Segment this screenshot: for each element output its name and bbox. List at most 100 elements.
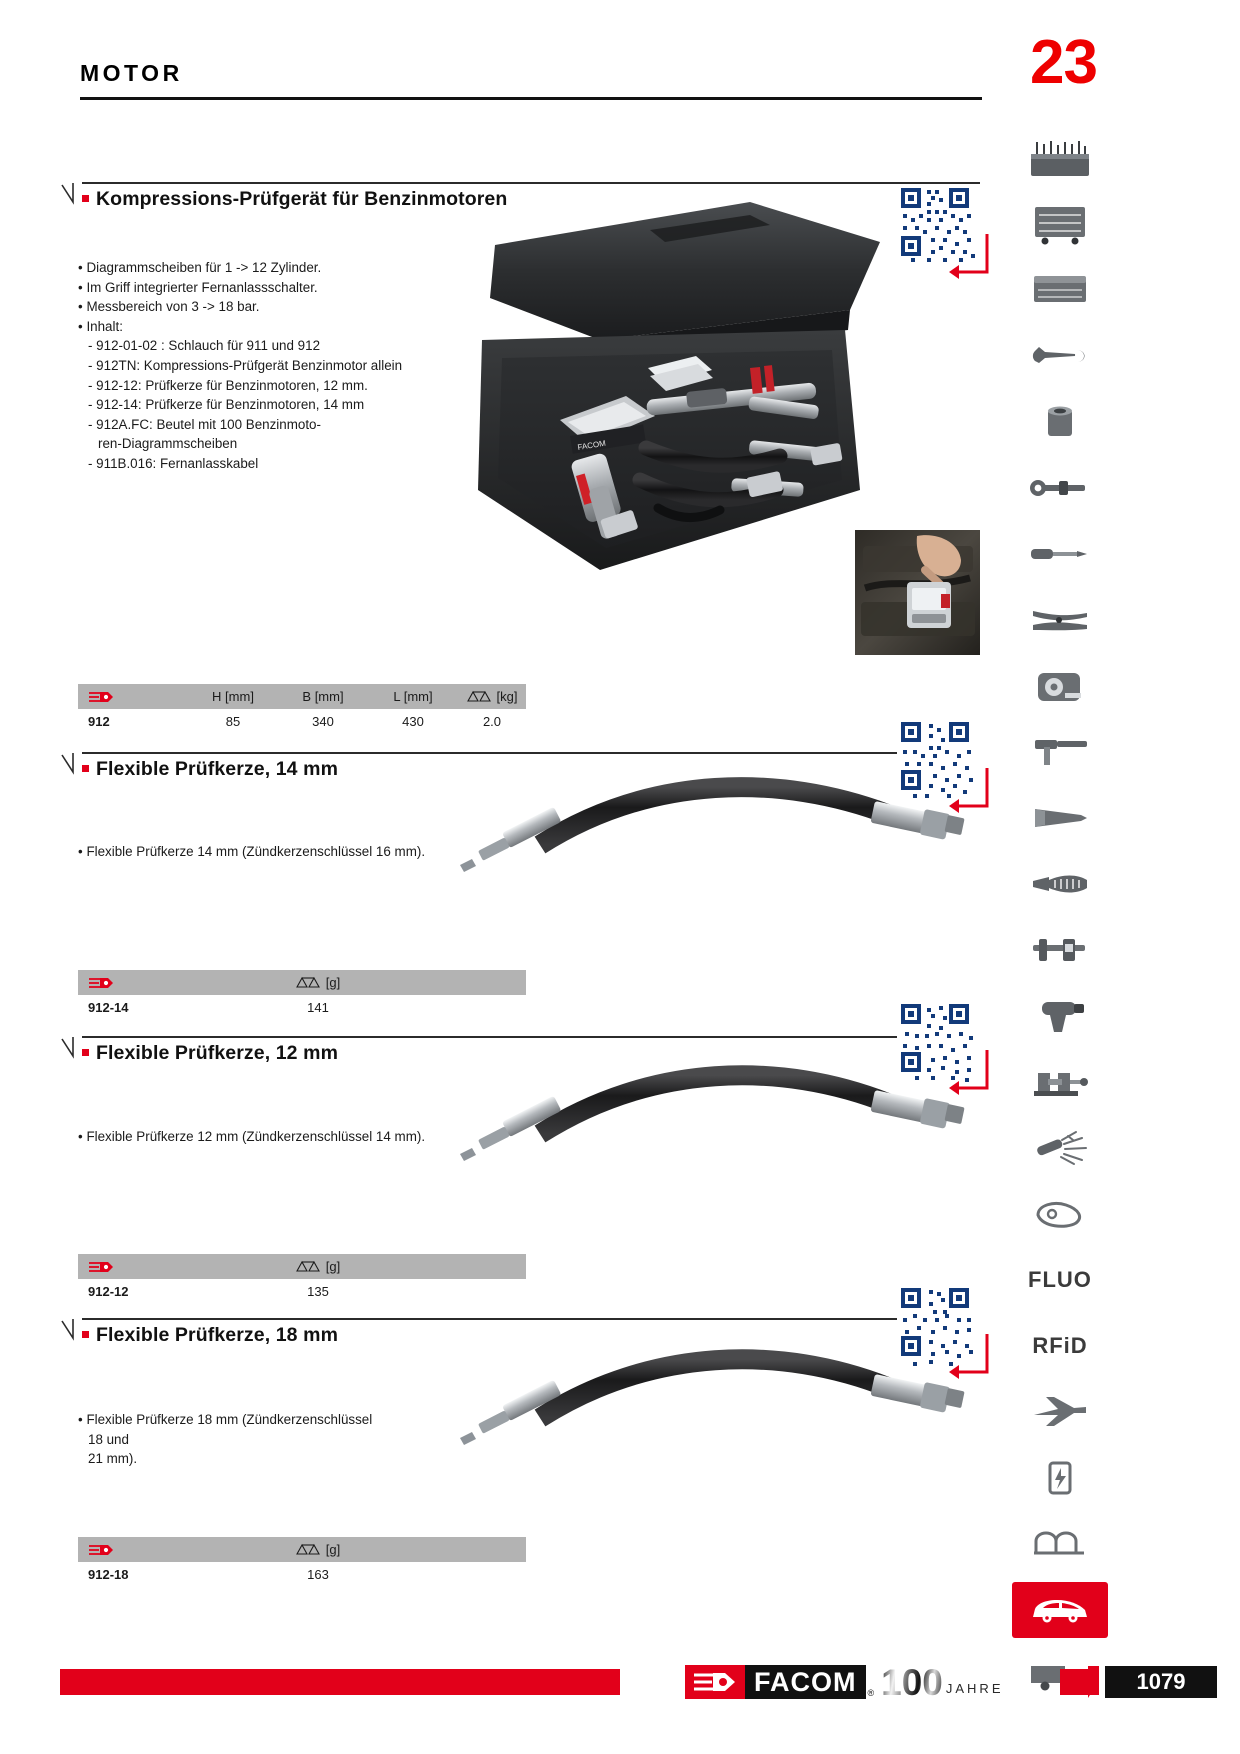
sidebar-item-socket[interactable]: [1012, 394, 1108, 450]
toolbox-set-icon: [1031, 141, 1089, 176]
qr-arrow-1-icon: [949, 234, 989, 279]
table-cell-reference: 912-14: [88, 999, 129, 1015]
sidebar-item-bench-vice[interactable]: [1012, 1054, 1108, 1110]
product-photo-engine-inset: [855, 530, 980, 655]
file-icon: [1035, 809, 1087, 827]
facom-reference-icon: [89, 1261, 113, 1272]
weight-scale-icon: [466, 690, 491, 702]
sidebar-item-car[interactable]: [1012, 1582, 1108, 1638]
section-rule: [82, 1318, 980, 1320]
table-header-weight: [g]: [238, 1254, 398, 1279]
sidebar-item-label: FLUO: [1028, 1267, 1092, 1292]
pliers-icon: [1033, 611, 1087, 631]
bullets-pruefkerze-14: • Flexible Prüfkerze 14 mm (Zündkerzensc…: [78, 842, 425, 862]
sidebar-item-fluo[interactable]: FLUO: [1012, 1252, 1108, 1308]
table-cell-h: 85: [225, 713, 241, 729]
sidebar-item-grinder-sparks[interactable]: [1012, 1120, 1108, 1176]
table-cell-weight: 163: [307, 1566, 329, 1582]
sidebar-item-torque-wrench[interactable]: [1012, 460, 1108, 516]
footer-red-bar-left: [60, 1669, 620, 1695]
section-corner-mark-icon: [61, 1037, 74, 1059]
header-divider: [80, 97, 982, 100]
sidebar-item-tool-chest[interactable]: [1012, 262, 1108, 318]
page-number: 1079: [1136, 1669, 1186, 1694]
qr-code-3[interactable]: [897, 1000, 983, 1086]
section-rule: [82, 182, 980, 184]
screwdriver-icon: [1031, 549, 1087, 559]
bullet-item: • Inhalt:: [78, 318, 123, 334]
spec-table-912-14: [g] 912-14 141: [78, 970, 526, 1019]
table-header-weight: [kg]: [458, 684, 526, 709]
sidebar-item-file-tool[interactable]: [1012, 790, 1108, 846]
page-category-title: MOTOR: [80, 60, 183, 86]
sidebar-item-safety[interactable]: [1012, 1186, 1108, 1242]
socket-icon: [1048, 406, 1072, 436]
qr-code-1[interactable]: [897, 184, 983, 270]
table-header-reference: [78, 1537, 248, 1562]
bullet-subitem: - 912-14: Prüfkerze für Benzinmotoren, 1…: [88, 397, 365, 413]
sidebar-item-hammer[interactable]: [1012, 724, 1108, 780]
sidebar-item-rfid[interactable]: RFiD: [1012, 1318, 1108, 1374]
table-header-reference: [78, 970, 248, 995]
category-icon-rail: FLUO RFiD: [1000, 130, 1120, 1714]
weight-unit-label: [g]: [325, 1542, 341, 1557]
table-header-reference: [78, 684, 198, 709]
section-rule: [82, 1036, 980, 1038]
hammer-icon: [1035, 740, 1087, 765]
table-row: 912-14 141: [78, 995, 526, 1019]
sidebar-item-aviation[interactable]: [1012, 1384, 1108, 1440]
bullet-continuation: 21 mm).: [88, 1451, 138, 1467]
bullet-continuation: 18 und: [88, 1431, 129, 1447]
section-title-text: Flexible Prüfkerze, 14 mm: [96, 758, 339, 780]
weight-scale-icon: [295, 1543, 320, 1555]
table-header-h: H [mm]: [212, 689, 254, 704]
sidebar-item-roller-cabinet[interactable]: [1012, 196, 1108, 252]
bullets-pruefkerze-12: • Flexible Prüfkerze 12 mm (Zündkerzensc…: [78, 1127, 425, 1147]
facom-reference-icon: [89, 977, 113, 988]
wrench-icon: [1032, 347, 1085, 363]
red-square-bullet-icon: [82, 1330, 89, 1338]
sidebar-item-riveter[interactable]: [1012, 856, 1108, 912]
table-cell-weight: 2.0: [482, 713, 502, 729]
sidebar-item-toolbox-set[interactable]: [1012, 130, 1108, 186]
table-header-l: L [mm]: [393, 689, 433, 704]
bullet-continuation: ren-Diagrammscheiben: [98, 436, 238, 452]
qr-arrow-4-icon: [949, 1334, 989, 1379]
section-title: Kompressions-Prüfgerät für Benzinmotoren: [82, 188, 507, 211]
table-header-row: H [mm] B [mm] L [mm] [kg]: [78, 684, 526, 709]
bullet-subitem: - 912A.FC: Beutel mit 100 Benzinmoto-: [88, 416, 321, 432]
qr-code-4[interactable]: [897, 1284, 983, 1370]
weight-unit-label: [kg]: [496, 689, 518, 704]
sidebar-item-tape-measure[interactable]: [1012, 658, 1108, 714]
red-square-bullet-icon: [82, 1048, 89, 1056]
table-cell-reference: 912: [88, 713, 110, 729]
sidebar-item-screwdriver[interactable]: [1012, 526, 1108, 582]
safety-icon: [1036, 1201, 1082, 1228]
qr-code-2[interactable]: [897, 718, 983, 804]
sidebar-item-pipe[interactable]: [1012, 1516, 1108, 1572]
section-corner-mark-icon: [61, 183, 74, 205]
section-title: Flexible Prüfkerze, 14 mm: [82, 758, 338, 781]
table-header-row: [g]: [78, 970, 526, 995]
spec-table-912: H [mm] B [mm] L [mm] [kg] 912 85 340 430…: [78, 684, 526, 733]
aviation-icon: [1034, 1397, 1086, 1426]
facom-wordmark: FACOM: [745, 1665, 866, 1699]
product-photo-flexible-spark-plug-14mm: [460, 777, 965, 872]
bullets-kompressions: • Diagrammscheiben für 1 -> 12 Zylinder.…: [78, 258, 402, 474]
bullet-subitem: - 912-01-02 : Schlauch für 911 und 912: [88, 338, 321, 354]
bullet-item: • Flexible Prüfkerze 12 mm (Zündkerzensc…: [78, 1129, 426, 1144]
qr-arrow-2-icon: [949, 768, 989, 813]
section-title: Flexible Prüfkerze, 12 mm: [82, 1042, 338, 1065]
sidebar-item-electrical[interactable]: [1012, 1450, 1108, 1506]
weight-scale-icon: [295, 976, 320, 988]
table-header-b: B [mm]: [302, 689, 344, 704]
table-cell-reference: 912-12: [88, 1283, 129, 1299]
sidebar-item-caliper[interactable]: [1012, 922, 1108, 978]
product-photo-compression-tester-case: FACOM: [478, 202, 880, 570]
electrical-icon: [1048, 1461, 1072, 1495]
registered-mark: ®: [867, 1688, 875, 1698]
sidebar-item-pliers[interactable]: [1012, 592, 1108, 648]
sidebar-item-wrench[interactable]: [1012, 328, 1108, 384]
sidebar-item-impact-wrench[interactable]: [1012, 988, 1108, 1044]
